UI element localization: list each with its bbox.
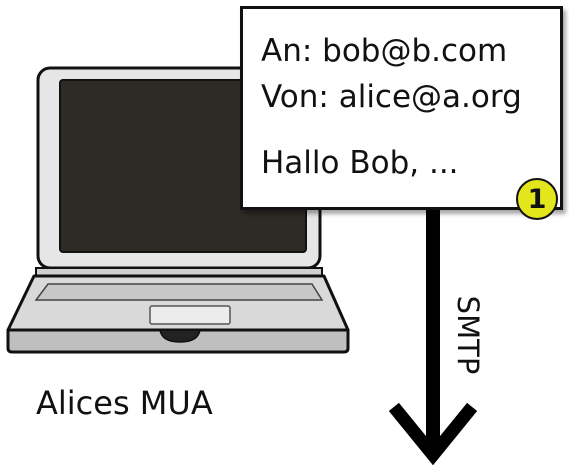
- email-message-card: An: bob@b.com Von: alice@a.org Hallo Bob…: [240, 6, 563, 210]
- arrow-down-icon: [388, 210, 478, 466]
- arrow-shaft: [426, 210, 440, 448]
- step-number-badge: 1: [516, 178, 558, 220]
- email-body-line: Hallo Bob, ...: [261, 145, 459, 181]
- email-to-line: An: bob@b.com: [261, 33, 508, 69]
- arrow-head: [388, 402, 478, 466]
- laptop-keyboard: [34, 283, 324, 301]
- email-from-line: Von: alice@a.org: [261, 79, 522, 115]
- client-label: Alices MUA: [36, 384, 213, 422]
- laptop-touchpad: [149, 305, 231, 325]
- laptop-notch: [159, 329, 201, 343]
- protocol-label: SMTP: [451, 295, 485, 375]
